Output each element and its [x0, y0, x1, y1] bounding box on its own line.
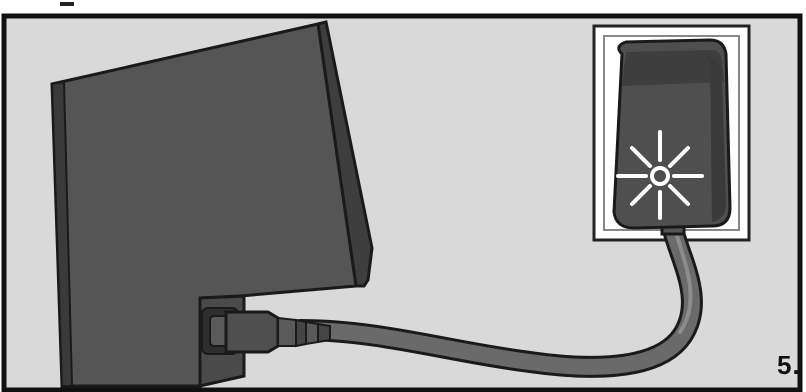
indicator-ring: [650, 166, 670, 186]
adapter-top: [622, 50, 724, 86]
plug-adapter: [612, 38, 732, 236]
adapter-body: [612, 38, 732, 230]
step-number: 5.: [777, 350, 801, 380]
scan-mark: [60, 2, 74, 6]
power-cable: [289, 215, 703, 378]
indicator-light: [616, 130, 704, 220]
plug-head: [224, 310, 280, 354]
adapter-side: [704, 56, 726, 222]
device-edge: [50, 80, 74, 387]
connector-plug: [224, 310, 331, 354]
